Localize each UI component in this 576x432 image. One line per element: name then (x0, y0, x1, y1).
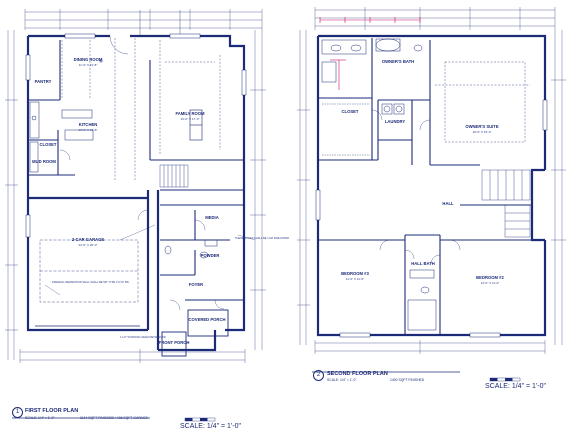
first-floor-left-dimensions (5, 30, 18, 360)
room-label-hall: HALL (442, 201, 454, 206)
room-label-covered-porch: COVERED PORCH (188, 317, 226, 322)
room-label-owners-suite: OWNER'S SUITE (465, 124, 499, 129)
room-label-bedroom3: BEDROOM #3 (341, 271, 369, 276)
first-floor-leader-lines (44, 224, 256, 296)
room-label-media: MEDIA (205, 215, 219, 220)
first-floor-area-note: 1144 SQFT FINISHED / 406 SQFT GARAGE (80, 416, 148, 420)
room-label-pantry: PANTRY (34, 79, 52, 84)
first-floor-stairs (159, 164, 189, 188)
first-floor-scale-bar (12, 417, 216, 422)
second-floor-bottom-dimensions (314, 340, 546, 354)
dining-room-dashed-lines (61, 38, 221, 180)
porch-roof-note: 1 1/2" STANDING SEAM METAL ROOF (120, 336, 166, 339)
first-floor-plan-title: FIRST FLOOR PLAN (25, 408, 79, 414)
room-label-bedroom2: BEDROOM #2 (476, 275, 504, 280)
room-label-closet-second: CLOSET (341, 109, 359, 114)
powder-fixtures (164, 239, 218, 259)
second-floor-scale-bar (312, 371, 521, 382)
first-floor-exterior-walls (26, 34, 246, 352)
owners-suite-dashed (435, 61, 530, 143)
first-floor-windows (25, 33, 247, 238)
second-floor-plan-number: 2 (313, 370, 324, 381)
second-floor-left-dimensions (297, 30, 310, 345)
second-floor-scale-big: SCALE: 1/4" = 1'-0" (485, 383, 546, 390)
garage-firewall-note: FIREWALL/SEPARATION WALL SHALL BE 5/8" T… (52, 281, 130, 284)
second-floor-exterior-walls (316, 34, 547, 337)
room-size-dining: 11'-6" X 13'-8" (78, 63, 98, 67)
room-label-powder: POWDER (200, 253, 220, 258)
room-label-mud: MUD ROOM (32, 159, 56, 164)
room-size-bedroom2: 13'-0" X 11'-0" (480, 281, 500, 285)
room-label-kitchen: KITCHEN (78, 122, 98, 127)
garage-details (39, 239, 139, 303)
first-floor-scale-big: SCALE: 1/4" = 1'-0" (180, 423, 241, 430)
second-floor-right-dimensions (551, 30, 566, 345)
room-size-garage: 22'-6" X 20'-0" (78, 243, 98, 247)
room-label-closet-first: CLOSET (39, 142, 57, 147)
fireplace (189, 109, 203, 141)
room-label-front-porch: FRONT PORCH (158, 340, 190, 345)
closet-shelves (322, 103, 370, 156)
second-floor-door-swings (371, 109, 461, 265)
hall-bath-fixtures (407, 269, 437, 331)
second-floor-windows (315, 99, 548, 338)
second-floor-plan-title: SECOND FLOOR PLAN (327, 371, 388, 377)
second-floor-stairs (481, 169, 531, 238)
second-floor-interior-walls (318, 38, 532, 335)
room-size-kitchen: 13'-0" X 13'-8" (78, 128, 98, 132)
room-label-laundry: LAUNDRY (384, 119, 406, 124)
kitchen-counters (29, 59, 103, 173)
first-floor-top-dimensions (24, 9, 263, 30)
second-floor-scale-note: SCALE: 1/4" = 1'-0" (327, 378, 357, 382)
room-label-dining: DINING ROOM (73, 57, 103, 62)
first-floor-right-dimensions (250, 30, 266, 350)
room-label-garage: 2-CAR GARAGE (71, 237, 105, 242)
laundry-fixtures (381, 103, 405, 115)
room-label-hall-bath: HALL BATH (411, 261, 435, 266)
first-floor-door-swings (59, 35, 225, 311)
redline-markup (319, 17, 421, 90)
owners-bath-fixtures (321, 38, 423, 83)
room-size-family: 16'-0" X 17'-0" (180, 117, 200, 121)
front-porch-outline (161, 309, 229, 357)
second-floor-top-dimensions (314, 7, 556, 30)
first-floor-grid-marks (139, 10, 181, 36)
room-label-family: FAMILY ROOM (175, 111, 205, 116)
first-floor-interior-walls (28, 40, 244, 301)
room-size-bedroom3: 11'-0" X 11'-6" (345, 277, 365, 281)
first-floor-bottom-dimensions (19, 349, 246, 363)
second-floor-area-note: 1400 SQFT FINISHED (390, 378, 425, 382)
room-size-owners-suite: 18'-0" X 15'-0" (472, 130, 492, 134)
room-label-owners-bath: OWNER'S BATH (381, 59, 415, 64)
stair-fire-note: THESE STAIRS SHALL BE 1 HR FIRE RATED (234, 237, 290, 240)
room-label-foyer: FOYER (188, 282, 204, 287)
first-floor-scale-note: SCALE: 1/4" = 1'-0" (25, 416, 55, 420)
first-floor-plan-number: 1 (12, 407, 23, 418)
